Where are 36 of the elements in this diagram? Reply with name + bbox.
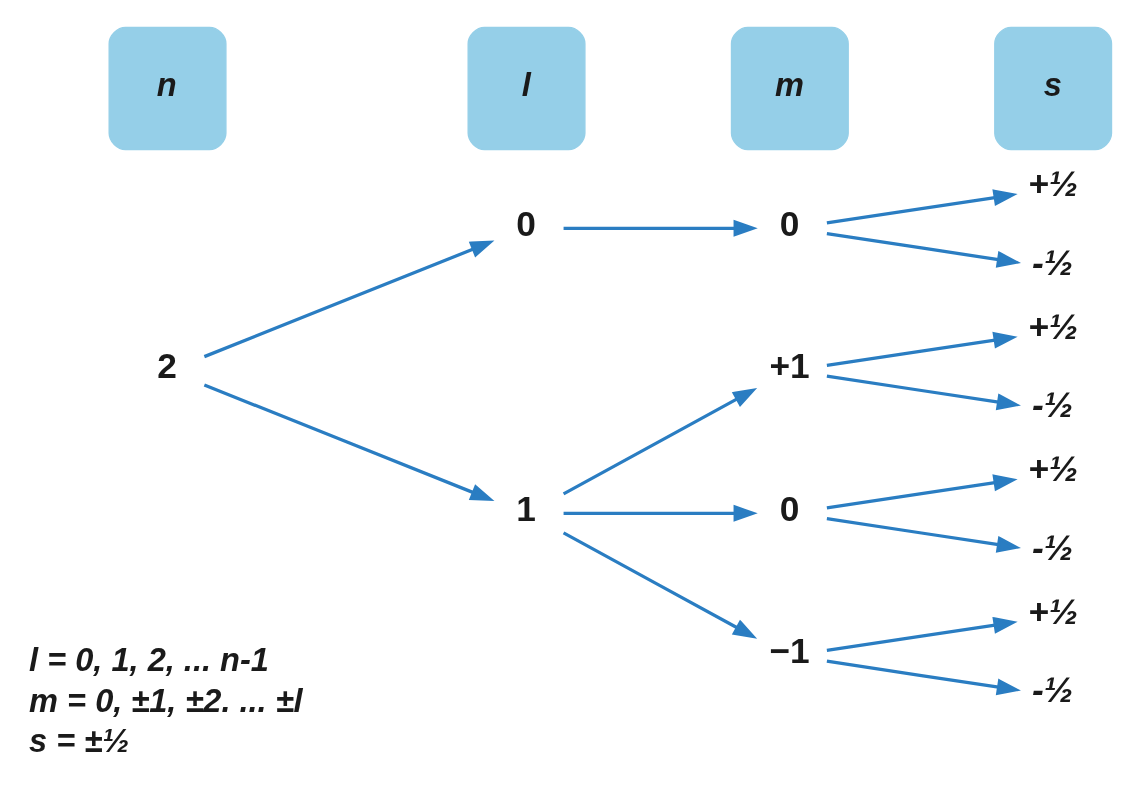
label: l = 0, 1, 2, ... n-1 (29, 642, 269, 679)
node-text: 0 (516, 203, 536, 243)
node-text: +1 (769, 346, 810, 386)
node-text: −1 (769, 631, 810, 671)
node-text: 0 (779, 488, 800, 528)
label: m = 0, ±1, ±2. ... ±l (29, 682, 303, 719)
node-box: m (730, 26, 849, 151)
node-text: -½ (1032, 670, 1074, 710)
node-text: -½ (1032, 242, 1074, 282)
arrow (826, 474, 1018, 510)
node-box: l (467, 26, 586, 151)
arrow (563, 219, 758, 237)
arrow (203, 383, 495, 502)
node-box: s (994, 26, 1113, 151)
arrow (826, 616, 1018, 653)
node-text: -½ (1032, 527, 1074, 567)
arrow (203, 240, 495, 359)
arrow (563, 504, 758, 522)
arrow (826, 232, 1021, 268)
node-text: +½ (1028, 164, 1079, 204)
node-text: 0 (779, 203, 800, 243)
node-text: +½ (1028, 449, 1079, 489)
node-text: +½ (1028, 591, 1079, 631)
node-box: n (108, 26, 227, 151)
arrow (562, 387, 758, 496)
arrow (562, 531, 758, 639)
arrow (826, 374, 1021, 411)
node-text: +½ (1028, 306, 1079, 346)
arrow (826, 659, 1021, 696)
node-text: 1 (516, 488, 536, 528)
label: s = ±½ (29, 723, 130, 760)
arrow (826, 331, 1018, 368)
arrow (826, 517, 1021, 553)
node-text: -½ (1032, 385, 1074, 425)
arrow (826, 189, 1018, 225)
node-text: 2 (157, 346, 177, 386)
